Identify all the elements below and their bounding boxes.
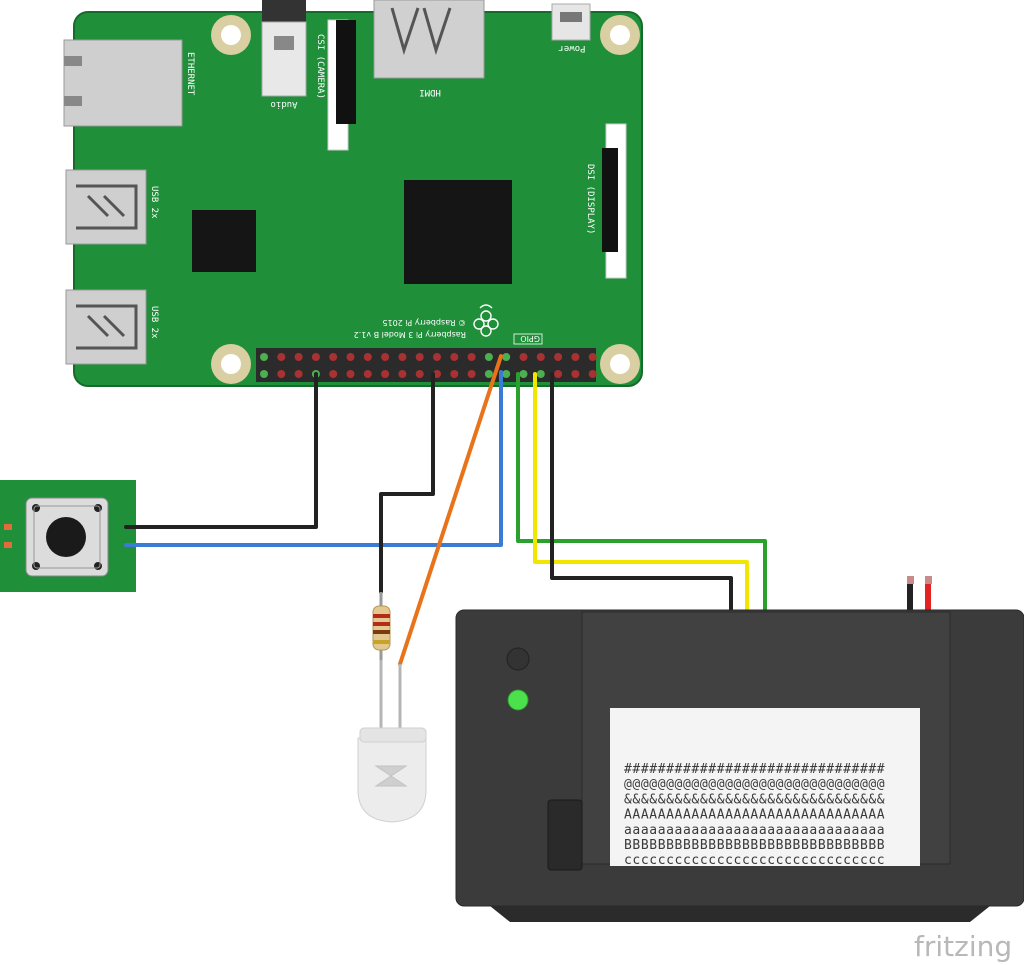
- gpio-pin: [536, 353, 545, 361]
- gpio-pins: [260, 353, 597, 378]
- gpio-pin: [588, 370, 597, 378]
- board-model-label: Raspberry Pi 3 Model B v1.2: [354, 330, 466, 339]
- raspberry-pi-board: ETHERNET USB 2x USB 2x Audio CSI (CAMERA…: [63, 0, 643, 387]
- gpio-pin: [433, 353, 441, 361]
- audio-label: Audio: [270, 99, 297, 109]
- wire-printer-tx: [533, 372, 749, 614]
- usb-bottom-label: USB 2x: [149, 306, 159, 339]
- gpio-pin: [415, 370, 424, 378]
- gpio-pin: [277, 370, 286, 378]
- mounting-hole-bottom-right: [600, 344, 640, 384]
- csi-camera-connector: CSI (CAMERA): [315, 19, 356, 151]
- gpio-pin: [398, 353, 407, 361]
- gpio-pin: [467, 353, 476, 361]
- gpio-pin: [554, 370, 563, 378]
- gpio-pin: [363, 370, 372, 378]
- wire-printer-rx: [516, 372, 767, 614]
- printer-lid-latch[interactable]: [547, 799, 583, 871]
- paper-line: ccccccccccccccccccccccccccccccc: [624, 853, 885, 868]
- ethernet-label: ETHERNET: [185, 52, 195, 96]
- mounting-hole-top-right: [600, 15, 640, 55]
- gpio-pin: [536, 370, 545, 378]
- gpio-pin: [450, 370, 459, 378]
- paper-line: @@@@@@@@@@@@@@@@@@@@@@@@@@@@@@@: [624, 777, 885, 792]
- usb-top-label: USB 2x: [149, 186, 159, 219]
- paper-line: AAAAAAAAAAAAAAAAAAAAAAAAAAAAAAA: [624, 808, 885, 823]
- power-port: Power: [551, 3, 591, 53]
- gpio-label: GPIO: [520, 334, 540, 343]
- printer-status-led: [507, 689, 529, 711]
- printer-feed-button[interactable]: [506, 647, 530, 671]
- gpio-pin: [502, 370, 511, 378]
- gpio-pin: [381, 370, 390, 378]
- gpio-pin: [554, 353, 563, 361]
- camera-label: CSI (CAMERA): [315, 34, 325, 99]
- display-label: DSI (DISPLAY): [585, 164, 595, 234]
- resistor: [372, 592, 391, 660]
- push-button-module: [0, 480, 136, 592]
- gpio-pin: [260, 370, 268, 378]
- hdmi-label: HDMI: [419, 87, 441, 97]
- wire-printer-ground: [550, 372, 733, 614]
- gpio-pin: [294, 353, 303, 361]
- ethernet-port: ETHERNET: [63, 39, 195, 127]
- board-copyright-label: © Raspberry Pi 2015: [382, 318, 466, 327]
- gpio-pin: [467, 370, 476, 378]
- soc-chip: [404, 180, 512, 284]
- usb-port-bottom: USB 2x: [65, 289, 159, 365]
- gpio-pin: [588, 353, 597, 361]
- gpio-pin: [346, 370, 355, 378]
- printer-output-lines: ###############################@@@@@@@@@…: [624, 762, 885, 868]
- gpio-pin: [571, 370, 580, 378]
- hdmi-port: HDMI: [373, 0, 485, 97]
- audio-jack: Audio: [261, 0, 307, 109]
- fritzing-watermark: fritzing: [914, 930, 1012, 963]
- paper-line: &&&&&&&&&&&&&&&&&&&&&&&&&&&&&&&: [624, 792, 885, 807]
- paper-line: BBBBBBBBBBBBBBBBBBBBBBBBBBBBBBB: [624, 838, 885, 853]
- mounting-hole-bottom-left: [211, 344, 251, 384]
- paper-line: ###############################: [624, 762, 885, 777]
- gpio-pin: [311, 353, 320, 361]
- gpio-pin: [519, 370, 528, 378]
- gpio-pin: [381, 353, 390, 361]
- gpio-pin: [398, 370, 407, 378]
- dsi-display-connector: DSI (DISPLAY): [585, 123, 627, 279]
- thermal-printer: ###############################@@@@@@@@@…: [455, 576, 1024, 922]
- printer-paper: [610, 708, 920, 866]
- gpio-pin: [450, 353, 459, 361]
- gpio-pin: [502, 353, 511, 361]
- gpio-pin: [571, 353, 580, 361]
- gpio-pin: [346, 353, 355, 361]
- push-button[interactable]: [46, 517, 86, 557]
- gpio-pin: [277, 353, 286, 361]
- wire-led-ground: [379, 372, 435, 594]
- gpio-pin: [294, 370, 303, 378]
- usb-controller-chip: [192, 210, 256, 272]
- usb-port-top: USB 2x: [65, 169, 159, 245]
- gpio-pin: [484, 370, 493, 378]
- wire-led-signal: [398, 354, 503, 666]
- wire-button-ground: [124, 372, 318, 529]
- mounting-hole-top-left: [211, 15, 251, 55]
- gpio-pin: [363, 353, 372, 361]
- gpio-pin: [329, 370, 338, 378]
- gpio-pin: [260, 353, 268, 361]
- wires: [124, 354, 767, 666]
- led: [357, 660, 427, 823]
- power-label: Power: [558, 43, 586, 53]
- gpio-pin: [484, 353, 493, 361]
- gpio-pin: [415, 353, 424, 361]
- gpio-pin: [519, 353, 528, 361]
- gpio-header: [256, 348, 596, 382]
- gpio-pin: [329, 353, 338, 361]
- wire-button-signal: [124, 370, 503, 547]
- paper-line: aaaaaaaaaaaaaaaaaaaaaaaaaaaaaaa: [624, 823, 885, 838]
- raspberry-logo-icon: [473, 304, 499, 337]
